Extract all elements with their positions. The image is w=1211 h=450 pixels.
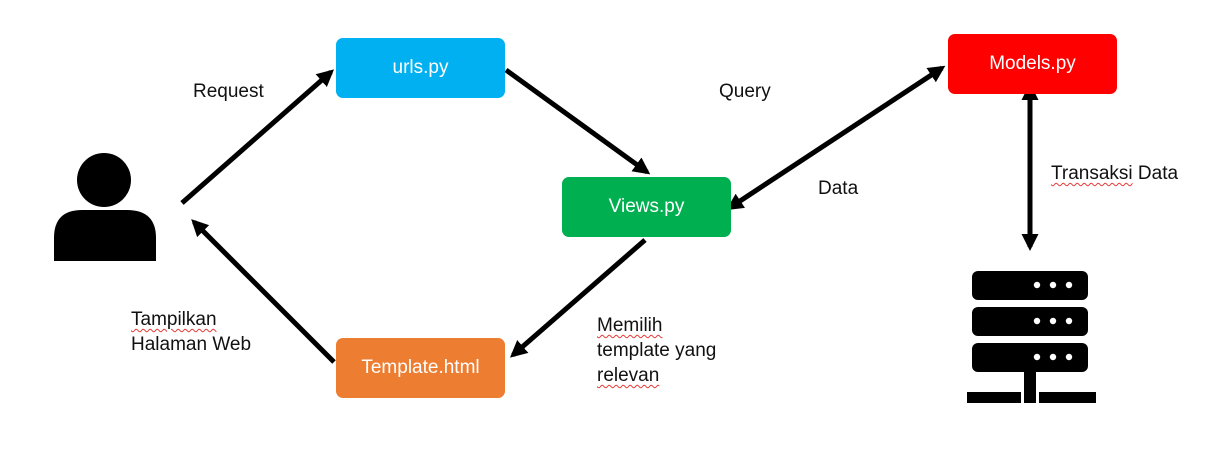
- arrow-views-models: [726, 65, 946, 211]
- request-label: Request: [193, 81, 264, 102]
- models-node-label: Models.py: [989, 53, 1076, 74]
- transaksi-rest: Data: [1132, 163, 1179, 184]
- arrow-urls-to-views: [504, 67, 651, 175]
- arrow-views-to-template: [509, 238, 647, 358]
- query-label: Query: [719, 81, 771, 102]
- arrow-template-to-user: [191, 219, 336, 364]
- memilih-label: Memilih template yang relevan: [597, 313, 716, 388]
- models-node: Models.py: [948, 34, 1117, 94]
- template-yang-line: template yang: [597, 340, 717, 361]
- tampilkan-word: Tampilkan: [131, 309, 217, 330]
- template-node: Template.html: [336, 338, 505, 398]
- user-icon: [54, 153, 156, 261]
- template-node-label: Template.html: [361, 357, 480, 378]
- tampilkan-label: Tampilkan Halaman Web: [131, 307, 251, 357]
- urls-node-label: urls.py: [392, 57, 449, 78]
- server-icon: [967, 271, 1096, 403]
- relevan-word: relevan: [597, 365, 660, 386]
- data-label: Data: [818, 178, 859, 199]
- views-node: Views.py: [562, 177, 731, 237]
- memilih-word: Memilih: [597, 315, 663, 336]
- urls-node: urls.py: [336, 38, 505, 98]
- transaksi-word: Transaksi: [1051, 163, 1133, 184]
- transaksi-data-label: Transaksi Data: [1051, 161, 1178, 186]
- views-node-label: Views.py: [608, 196, 685, 217]
- arrow-user-to-urls: [180, 69, 335, 205]
- halaman-web-line: Halaman Web: [131, 334, 252, 355]
